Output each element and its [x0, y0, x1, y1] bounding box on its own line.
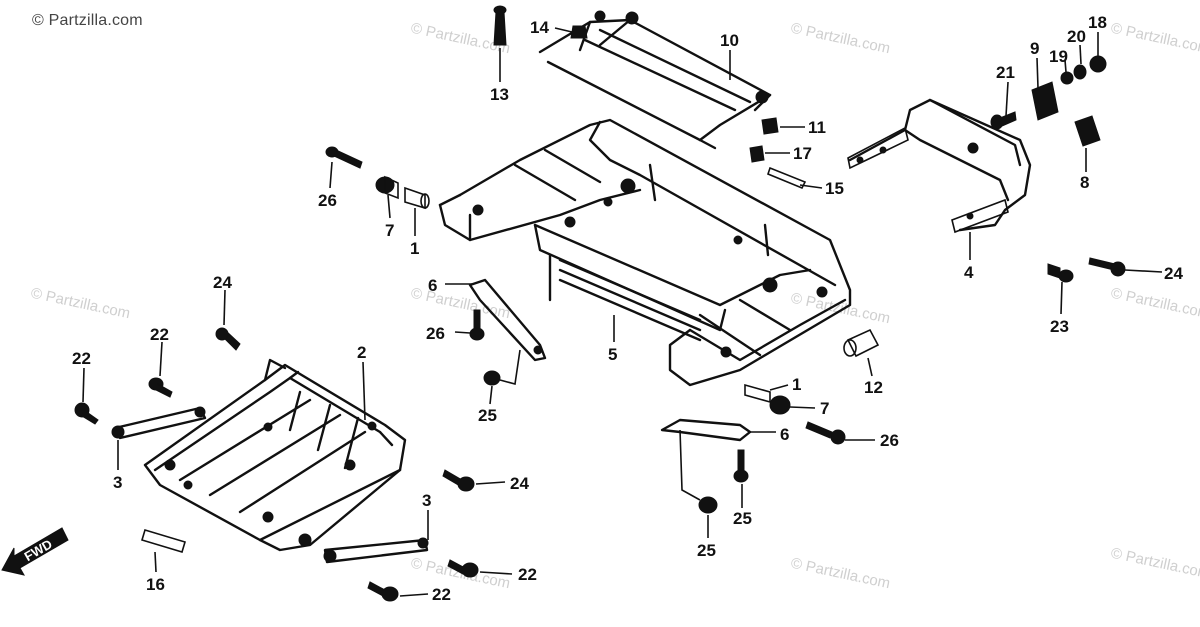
callout-7-lower: 7 [820, 399, 829, 418]
part-5-rear-carrier[interactable] [438, 118, 852, 387]
callout-22-d: 22 [432, 585, 451, 604]
callout-22-c: 22 [518, 565, 537, 584]
callout-6-lower: 6 [780, 425, 789, 444]
callout-25-lower-b: 25 [697, 541, 716, 560]
callout-25-center: 25 [478, 406, 497, 425]
callout-3-upper: 3 [113, 473, 122, 492]
part-21-washer[interactable] [990, 111, 1017, 130]
part-8-cushion[interactable] [1074, 115, 1101, 147]
leader-lines [82, 27, 1163, 597]
callout-21: 21 [996, 63, 1015, 82]
part-25-bolt-center[interactable] [483, 370, 501, 386]
part-22-bolt-b[interactable] [74, 402, 99, 425]
part-26-bolt-center[interactable] [469, 309, 485, 341]
callout-7-upper: 7 [385, 221, 394, 240]
part-20-washer[interactable] [1073, 64, 1087, 80]
part-22-bolt-d[interactable] [367, 581, 399, 602]
part-25-bolt-lower-b[interactable] [698, 496, 718, 514]
callout-10: 10 [720, 31, 739, 50]
part-10-upper-rack[interactable] [538, 10, 772, 150]
callout-19: 19 [1049, 47, 1068, 66]
part-16-grip[interactable] [141, 529, 186, 553]
callout-numbers: 13 14 10 11 17 15 26 7 1 21 9 19 20 18 8… [72, 13, 1183, 604]
part-4-rear-bracket[interactable] [847, 98, 1032, 234]
callout-12: 12 [864, 378, 883, 397]
callout-20: 20 [1067, 27, 1086, 46]
callout-26-right: 26 [880, 431, 899, 450]
callout-22-b: 22 [72, 349, 91, 368]
part-6-bracket-upper[interactable] [468, 278, 547, 362]
part-22-bolt-a[interactable] [148, 377, 173, 398]
part-17-bolt[interactable] [749, 145, 765, 163]
callout-6-upper: 6 [428, 276, 437, 295]
callout-4: 4 [964, 263, 974, 282]
part-26-bolt-right[interactable] [805, 421, 846, 445]
callout-13: 13 [490, 85, 509, 104]
part-3-stay-lower[interactable] [323, 537, 429, 564]
callout-3-lower: 3 [422, 491, 431, 510]
part-19-washer[interactable] [1060, 71, 1074, 85]
part-24-bolt-lower[interactable] [442, 469, 475, 492]
part-24-bolt-left-upper[interactable] [215, 327, 241, 351]
part-2-front-carrier[interactable] [143, 358, 407, 552]
callout-17: 17 [793, 144, 812, 163]
part-1-collar-upper[interactable] [404, 186, 430, 210]
callout-22-a: 22 [150, 325, 169, 344]
part-22-bolt-c[interactable] [447, 559, 479, 578]
part-9-bushing[interactable] [1031, 81, 1059, 121]
callout-15: 15 [825, 179, 844, 198]
callout-25-lower-a: 25 [733, 509, 752, 528]
part-23-bolt[interactable] [1047, 263, 1074, 283]
callout-24-right: 24 [1164, 264, 1183, 283]
callout-1-upper: 1 [410, 239, 419, 258]
callout-9: 9 [1030, 39, 1039, 58]
callout-16: 16 [146, 575, 165, 594]
part-25-bolt-lower-a[interactable] [733, 449, 749, 483]
part-11-clamp[interactable] [761, 117, 779, 135]
part-24-bolt-right[interactable] [1088, 257, 1126, 277]
part-15-strip[interactable] [767, 166, 807, 190]
callout-1-lower: 1 [792, 375, 801, 394]
part-13-bolt[interactable] [493, 5, 507, 46]
callout-14: 14 [530, 18, 549, 37]
callout-8: 8 [1080, 173, 1089, 192]
callout-5: 5 [608, 345, 617, 364]
callout-18: 18 [1088, 13, 1107, 32]
callout-23: 23 [1050, 317, 1069, 336]
part-26-bolt-upper[interactable] [325, 146, 363, 169]
callout-11: 11 [808, 118, 826, 137]
callout-26-center: 26 [426, 324, 445, 343]
forward-arrow-icon: FWD [1, 527, 69, 576]
part-7-collar-upper[interactable] [375, 175, 399, 200]
callout-24-left: 24 [213, 273, 232, 292]
part-7-collar-lower[interactable] [769, 395, 791, 415]
copyright-text: © Partzilla.com [32, 12, 143, 29]
part-3-stay-upper[interactable] [111, 406, 207, 440]
callout-2: 2 [357, 343, 366, 362]
callout-24-lower: 24 [510, 474, 529, 493]
part-14-nut[interactable] [570, 25, 588, 39]
part-18-nut[interactable] [1089, 55, 1107, 73]
part-6-bracket-lower[interactable] [660, 418, 752, 442]
part-1-collar-lower[interactable] [744, 383, 771, 404]
callout-26-upper: 26 [318, 191, 337, 210]
part-12-collar[interactable] [843, 328, 880, 358]
